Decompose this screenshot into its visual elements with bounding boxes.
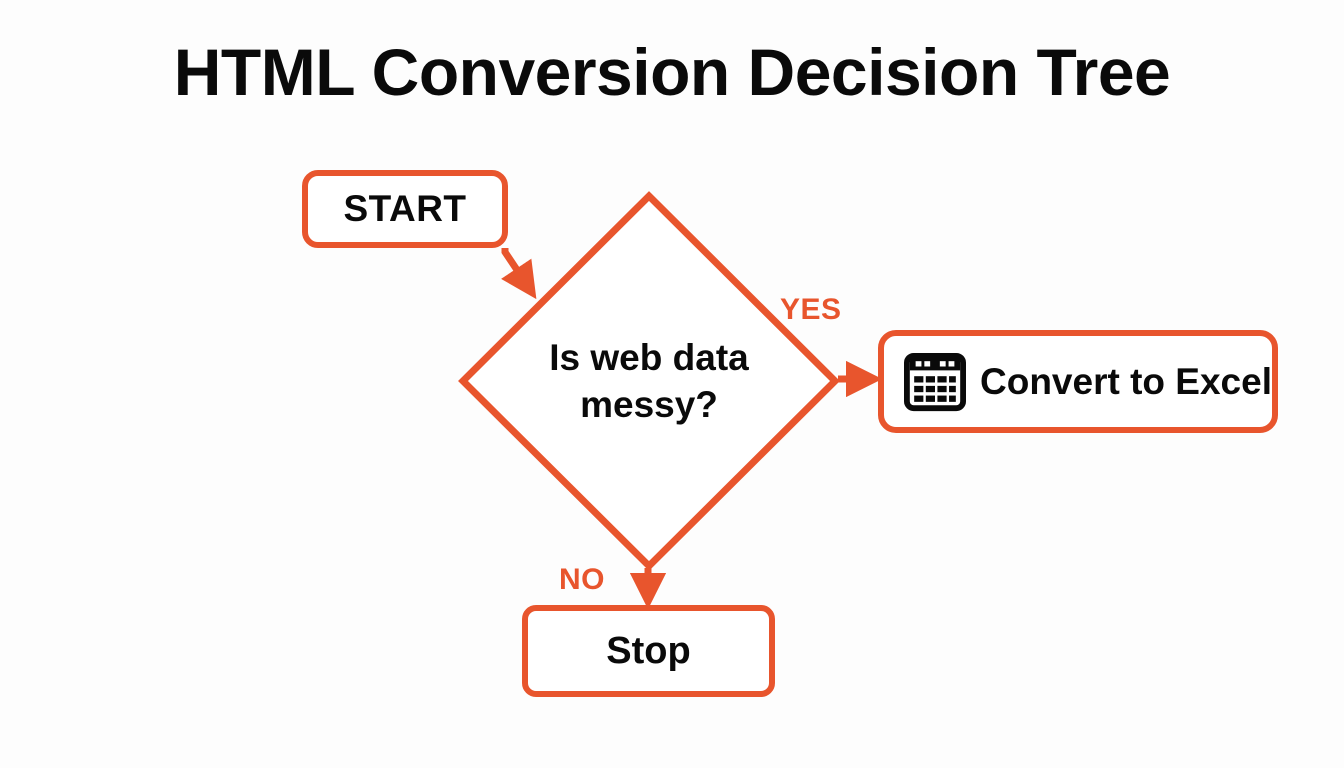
edge-label-no: NO <box>559 563 605 596</box>
node-stop[interactable]: Stop <box>522 605 775 697</box>
diamond-shape <box>458 191 840 571</box>
node-start-label: START <box>343 188 467 229</box>
node-decision[interactable]: Is web data messy? <box>458 191 840 571</box>
node-stop-label: Stop <box>606 629 691 672</box>
node-convert-to-excel-label: Convert to Excel <box>980 360 1272 402</box>
node-start[interactable]: START <box>302 170 508 248</box>
spreadsheet-icon <box>904 352 966 411</box>
edge-label-yes: YES <box>780 293 842 326</box>
page-title: HTML Conversion Decision Tree <box>173 35 1171 109</box>
node-convert-to-excel[interactable]: Convert to Excel <box>878 330 1278 433</box>
edge-start-to-decision <box>501 248 537 300</box>
